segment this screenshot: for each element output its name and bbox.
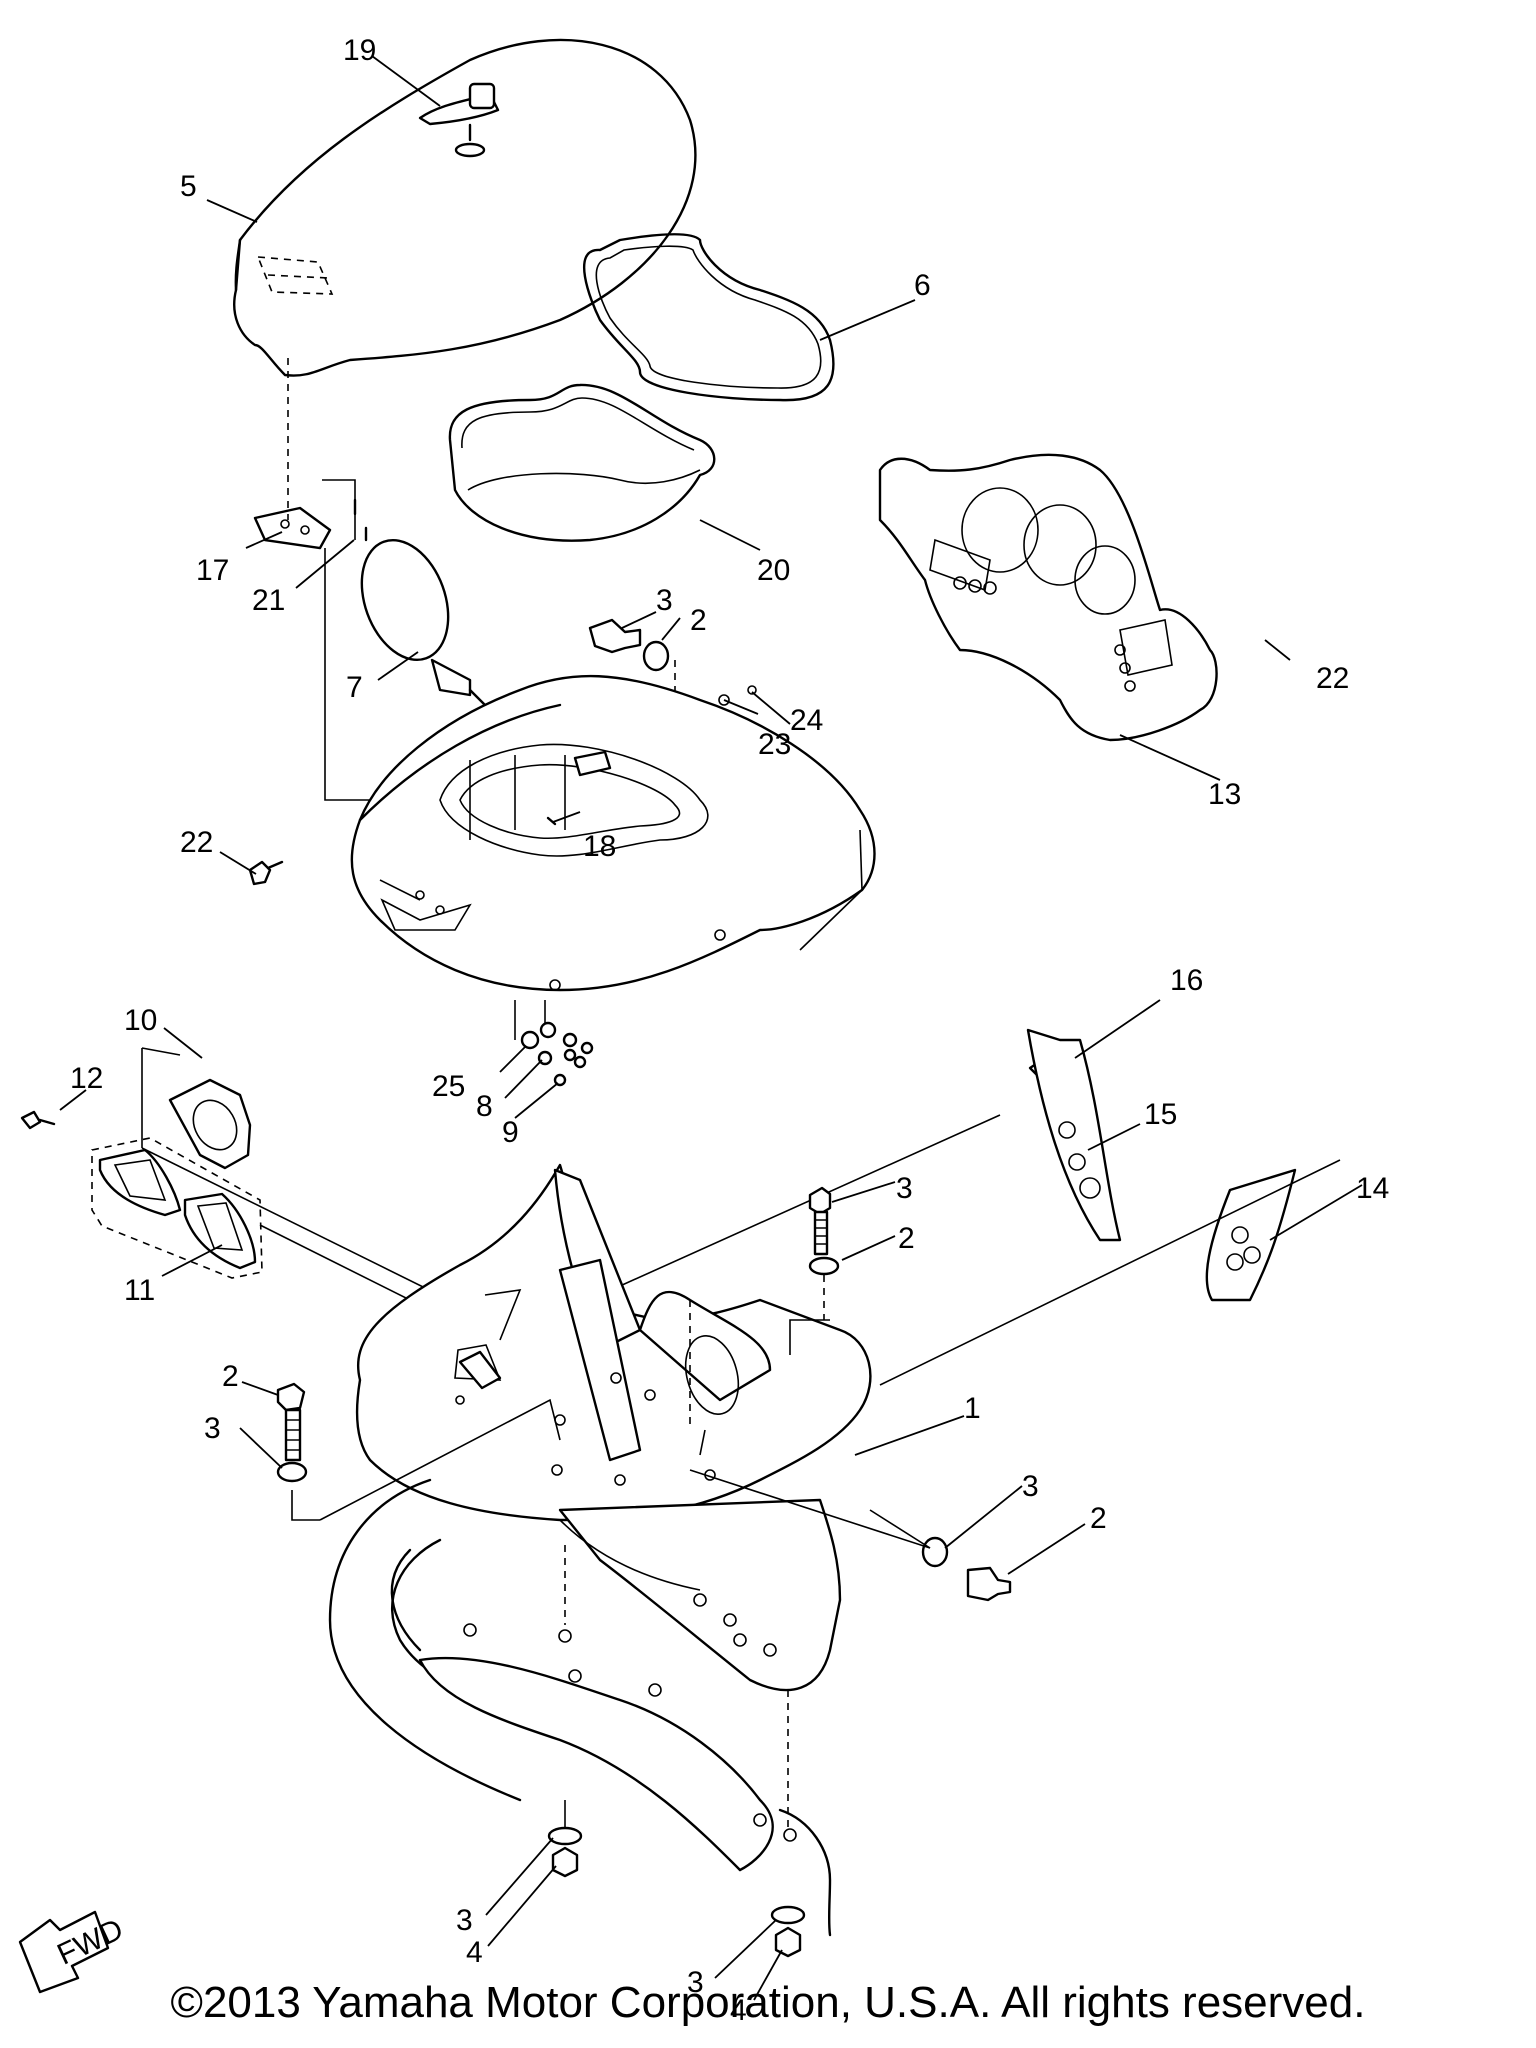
callout-label: 9: [502, 1116, 519, 1149]
upper-console: [350, 674, 876, 992]
bolt-left-stack: [276, 1382, 561, 1521]
clip: [573, 750, 612, 777]
copyright-notice: ©2013 Yamaha Motor Corporation, U.S.A. A…: [170, 1978, 1366, 2027]
plate: [1205, 1168, 1297, 1302]
latch: [418, 82, 500, 158]
callout-label: 22: [180, 826, 213, 859]
callout-label: 4: [730, 1994, 747, 2027]
callout-label: 14: [1356, 1172, 1389, 1205]
callout-label: 16: [1170, 964, 1203, 997]
callout-label: 7: [346, 671, 363, 704]
callout-label: 12: [70, 1062, 103, 1095]
leader-lines: [59, 55, 1363, 2001]
callout-label: 2: [690, 604, 707, 637]
storage-tray: [448, 383, 716, 542]
callout-label: 22: [1316, 662, 1349, 695]
callout-label: 3: [896, 1172, 913, 1205]
callout-label: 24: [790, 704, 823, 737]
callout-label: 2: [1090, 1502, 1107, 1535]
bolt: [588, 618, 642, 654]
callout-label: 11: [124, 1274, 155, 1307]
callout-label: 15: [1144, 1098, 1177, 1131]
seal-gasket: [583, 233, 835, 402]
grille-set: [91, 1137, 263, 1279]
callout-label: 1: [964, 1392, 981, 1425]
bolt-right-stack: [808, 1186, 840, 1320]
hinge: [253, 506, 332, 550]
bottom-fasteners-left: [547, 1800, 583, 1878]
callout-label: 10: [124, 1004, 157, 1037]
callout-labels: 19 5 6 20 17 21 7 3 2 13 22 24 23 18 22 …: [70, 34, 1389, 2027]
screw: [248, 860, 272, 886]
vent-cover: [168, 1078, 252, 1170]
callout-label: 2: [222, 1360, 239, 1393]
callout-label: 18: [583, 830, 616, 863]
callout-label: 3: [1022, 1470, 1039, 1503]
hood-lid: [233, 38, 697, 377]
bottom-fasteners-right: [770, 1905, 806, 1958]
bolt-bottom-right: [869, 1509, 1012, 1602]
screw: [20, 1110, 42, 1130]
callout-label: 4: [466, 1936, 483, 1969]
callout-label: 6: [914, 269, 931, 302]
callout-label: 19: [343, 34, 376, 67]
callout-label: 13: [1208, 778, 1241, 811]
callout-label: 3: [204, 1412, 221, 1445]
callout-label: 3: [656, 584, 673, 617]
meter-panel: [878, 453, 1218, 742]
callout-label: 25: [432, 1070, 465, 1103]
hull-deck: [328, 1478, 832, 1937]
callout-label: 2: [898, 1222, 915, 1255]
callout-label: 8: [476, 1090, 493, 1123]
callout-label: 23: [758, 728, 791, 761]
callout-label: 21: [252, 584, 285, 617]
callout-label: 3: [687, 1966, 704, 1999]
callout-label: 20: [757, 554, 790, 587]
mirror: [360, 538, 502, 722]
main-console-body: [355, 1163, 872, 1692]
washer: [642, 640, 670, 672]
callout-label: 17: [196, 554, 229, 587]
callout-label: 3: [456, 1904, 473, 1937]
callout-label: 5: [180, 170, 197, 203]
